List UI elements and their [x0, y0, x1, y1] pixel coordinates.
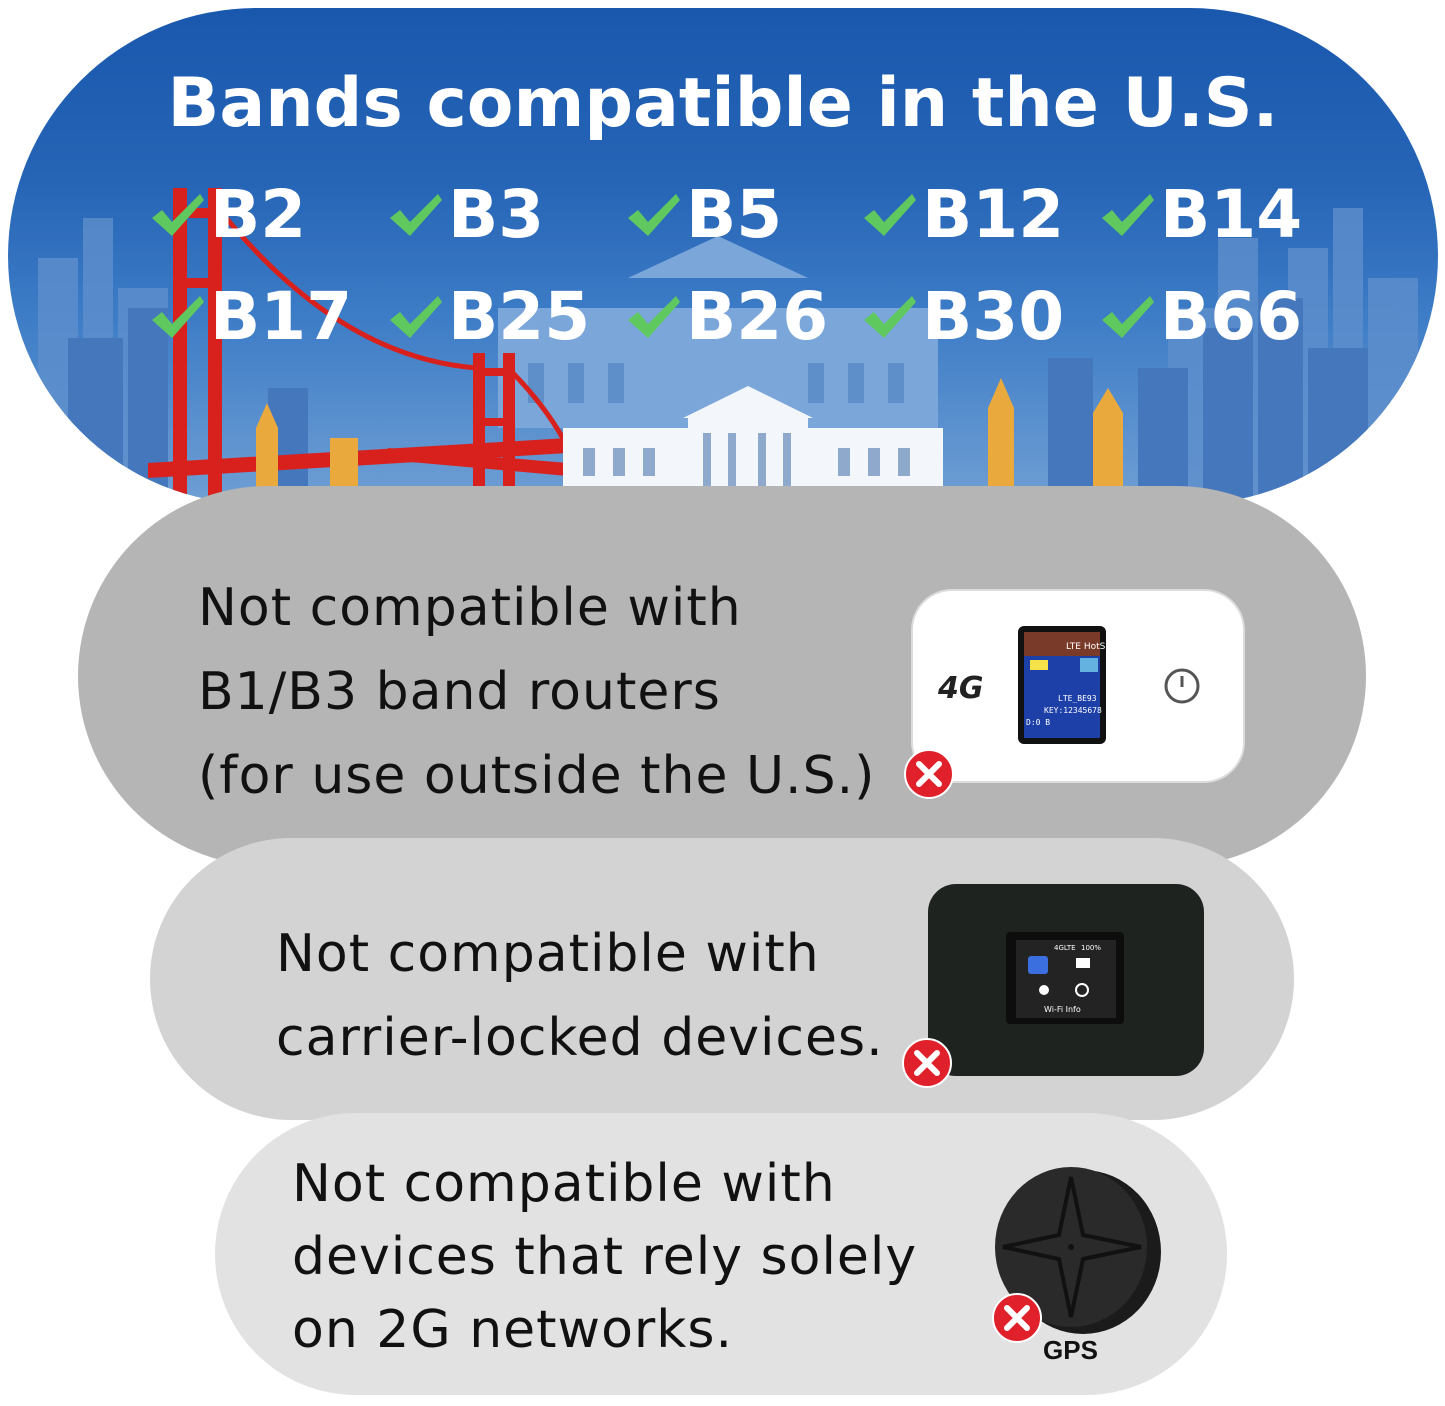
incompatible-b1-b3-routers: Not compatible with B1/B3 band routers (… — [78, 486, 1366, 866]
band-item: B26 — [626, 278, 828, 355]
band-item: B2 — [150, 176, 306, 253]
check-icon — [152, 193, 204, 236]
check-icon — [152, 295, 204, 338]
gps-tracker-icon — [995, 1167, 1161, 1334]
compatible-bands-banner: Bands compatible in the U.S. B2 B3 B5 B1… — [8, 8, 1438, 504]
incompatible-2g-devices: Not compatible with devices that rely so… — [215, 1113, 1227, 1395]
band-item: B12 — [862, 176, 1064, 253]
banner-title: Bands compatible in the U.S. — [167, 64, 1279, 143]
x-mark-icon — [904, 749, 954, 799]
band-label: B26 — [686, 278, 829, 355]
check-icon — [628, 193, 680, 236]
band-label: B14 — [1160, 176, 1303, 253]
check-icon — [628, 295, 680, 338]
band-item: B17 — [150, 278, 352, 355]
device-screen-caption: Wi-Fi Info — [1044, 1005, 1081, 1014]
band-label: B3 — [448, 176, 545, 253]
check-icon — [1102, 193, 1154, 236]
x-mark-icon — [992, 1293, 1042, 1343]
device-screen-brand: LTE HotSpot — [1066, 642, 1121, 652]
device-screen-line1: LTE_BE93 — [1058, 694, 1097, 703]
check-icon — [390, 295, 442, 338]
band-item: B66 — [1100, 278, 1302, 355]
device-4g-logo: 4G — [937, 671, 984, 706]
band-label: B30 — [922, 278, 1065, 355]
check-icon — [390, 193, 442, 236]
device-screen-battery: 100% — [1081, 944, 1101, 952]
check-icon — [1102, 295, 1154, 338]
band-item: B30 — [862, 278, 1064, 355]
incompatible-text: Not compatible with devices that rely so… — [292, 1154, 918, 1360]
incompatible-text: Not compatible with carrier-locked devic… — [276, 924, 884, 1068]
band-label: B17 — [210, 278, 353, 355]
band-item: B14 — [1100, 176, 1302, 253]
check-icon — [864, 193, 916, 236]
device-screen-line2: KEY:12345678 — [1044, 706, 1102, 715]
black-mobile-hotspot-icon: 4GLTE 100% Wi-Fi Info — [928, 884, 1204, 1076]
x-mark-icon — [902, 1038, 952, 1088]
band-item: B3 — [388, 176, 544, 253]
band-label: B2 — [210, 176, 307, 253]
band-item: B5 — [626, 176, 782, 253]
incompatible-carrier-locked: Not compatible with carrier-locked devic… — [150, 838, 1294, 1120]
white-mobile-hotspot-icon: LTE HotSpot LTE_BE93 KEY:12345678 D:0 B … — [911, 589, 1245, 783]
band-item: B25 — [388, 278, 590, 355]
band-label: B12 — [922, 176, 1065, 253]
incompatible-text: Not compatible with B1/B3 band routers (… — [198, 578, 876, 806]
us-skyline-illustration — [38, 188, 1418, 504]
check-icon — [864, 295, 916, 338]
gps-label: GPS — [1043, 1335, 1098, 1365]
band-label: B66 — [1160, 278, 1303, 355]
device-screen-line3: D:0 B — [1026, 718, 1050, 727]
band-label: B5 — [686, 176, 783, 253]
device-screen-status: 4GLTE — [1054, 944, 1076, 952]
band-label: B25 — [448, 278, 591, 355]
